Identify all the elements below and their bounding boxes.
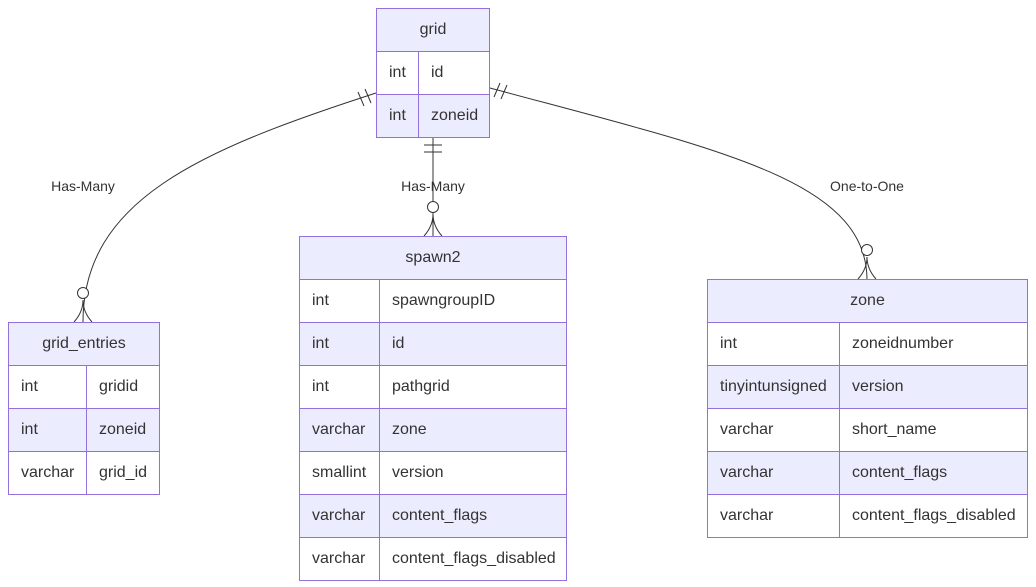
entity-title: spawn2 [300,237,566,280]
attribute-name: zoneidnumber [852,335,954,352]
attribute-name: zone [392,421,427,438]
attribute-name: version [392,464,444,481]
attribute-type: int [9,409,87,451]
attribute-name: grid_id [99,464,148,481]
attribute-type: varchar [300,409,380,451]
entity-row: int zoneid [9,409,159,452]
attribute-name: pathgrid [392,378,450,395]
attribute-type: varchar [9,452,87,494]
entity-row: smallint version [300,452,566,495]
attribute-type: int [300,323,380,365]
attribute-name: zoneid [99,421,147,438]
attribute-type: int [708,323,840,365]
entity-row: varchar content_flags_disabled [708,495,1027,537]
one-marker-spawn2 [424,144,442,153]
relationship-label-grid-zone: One-to-One [830,178,904,194]
entity-row: varchar content_flags [300,495,566,538]
entity-row: int id [377,52,489,95]
entity-row: varchar content_flags_disabled [300,538,566,580]
entity-row: tinyintunsigned version [708,366,1027,409]
attribute-type: int [300,280,380,322]
entity-row: int id [300,323,566,366]
attribute-name: content_flags [392,507,488,524]
many-marker-zone [857,244,877,280]
attribute-name: content_flags_disabled [392,550,556,567]
one-marker-grid-entries [357,88,372,107]
one-marker-zone [493,82,508,100]
entity-row: int zoneidnumber [708,323,1027,366]
attribute-type: int [377,95,419,137]
attribute-name: zoneid [431,107,479,124]
attribute-name: content_flags_disabled [852,507,1016,524]
attribute-name: short_name [852,421,937,438]
relationship-line-grid-zone [489,87,868,281]
attribute-type: varchar [708,452,840,494]
relationship-label-grid-grid-entries: Has-Many [51,178,115,194]
attribute-name: content_flags [852,464,948,481]
entity-row: int zoneid [377,95,489,137]
attribute-type: varchar [708,409,840,451]
attribute-type: varchar [708,495,840,537]
entity-grid-entries: grid_entries int gridid int zoneid varch… [8,322,160,495]
attribute-name: id [431,64,444,81]
entity-row: int gridid [9,366,159,409]
entity-spawn2: spawn2 int spawngroupID int id int pathg… [299,236,567,581]
attribute-type: varchar [300,538,380,580]
relationship-line-grid-grid-entries [82,92,377,323]
entity-row: varchar content_flags [708,452,1027,495]
entity-title: grid_entries [9,323,159,366]
attribute-type: int [377,52,419,94]
entity-zone: zone int zoneidnumber tinyintunsigned ve… [707,279,1028,538]
attribute-type: tinyintunsigned [708,366,840,408]
relationship-label-grid-spawn2: Has-Many [401,178,465,194]
attribute-name: version [852,378,904,395]
many-marker-spawn2 [423,201,443,237]
attribute-type: smallint [300,452,380,494]
entity-row: varchar zone [300,409,566,452]
entity-title: zone [708,280,1027,323]
attribute-name: spawngroupID [392,292,496,309]
many-marker-grid-entries [73,287,93,323]
attribute-type: int [9,366,87,408]
attribute-type: int [300,366,380,408]
attribute-type: varchar [300,495,380,537]
entity-row: int pathgrid [300,366,566,409]
entity-row: varchar grid_id [9,452,159,494]
entity-grid: grid int id int zoneid [376,8,490,138]
entity-row: int spawngroupID [300,280,566,323]
entity-title: grid [377,9,489,52]
attribute-name: gridid [99,378,139,395]
attribute-name: id [392,335,405,352]
entity-row: varchar short_name [708,409,1027,452]
